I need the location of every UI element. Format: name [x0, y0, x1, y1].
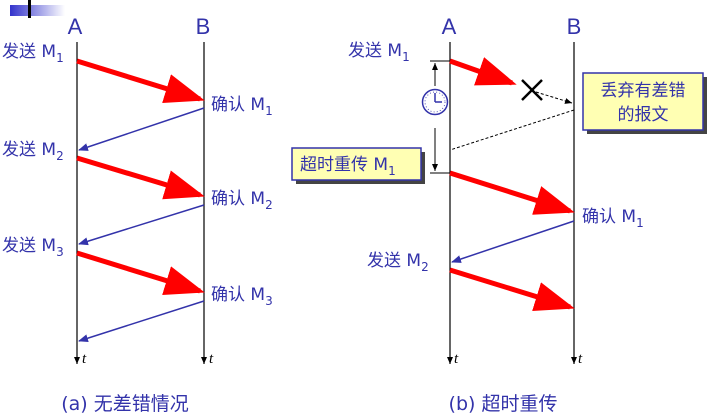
node-a-label: A — [442, 14, 457, 39]
data-arrow-m2 — [449, 267, 575, 312]
slide-decoration — [10, 5, 65, 16]
send-m2-label: 发送 M2 — [2, 140, 64, 163]
ack-m3-label: 确认 M3 — [211, 285, 273, 308]
timeout-note: 超时重传 M1 — [291, 147, 425, 184]
ack-m2-label: 确认 M2 — [211, 189, 273, 212]
data-arrow-m3 — [76, 250, 205, 296]
send-m3-label: 发送 M3 — [2, 236, 64, 259]
diagram-b: A B t t 发送 M1 丢弃有差错 的报文 — [291, 14, 707, 415]
ack-m1-label: 确认 M1 — [582, 207, 644, 230]
ack-m1-label: 确认 M1 — [211, 95, 273, 118]
node-b-label: B — [196, 14, 211, 39]
data-arrow-m1 — [76, 58, 205, 104]
time-label-a: t — [454, 351, 459, 367]
send-m1-label: 发送 M1 — [348, 41, 410, 64]
discard-line2: 的报文 — [618, 105, 669, 125]
error-x-icon — [521, 79, 543, 101]
send-m1-label: 发送 M1 — [2, 42, 64, 65]
caption-b: (b) 超时重传 — [449, 393, 558, 415]
discard-line1: 丢弃有差错 — [601, 81, 686, 101]
node-b-label: B — [567, 14, 582, 39]
time-label-a: t — [82, 351, 87, 367]
discard-note: 丢弃有差错 的报文 — [582, 72, 707, 134]
corrupted-frame-dashed — [535, 91, 573, 104]
send-m2-label: 发送 M2 — [367, 251, 429, 274]
data-arrow-m1-retransmit — [449, 170, 575, 215]
clock-icon — [421, 88, 449, 116]
slide-decoration-bar — [28, 0, 31, 18]
data-arrow-m2 — [76, 155, 205, 200]
time-label-b: t — [209, 351, 214, 367]
ack-arrow-m1 — [78, 107, 205, 151]
caption-a: (a) 无差错情况 — [61, 393, 189, 415]
no-ack-dashed — [449, 109, 575, 151]
ack-arrow-m3 — [78, 300, 205, 343]
time-label-b: t — [578, 351, 583, 367]
ack-arrow-m1 — [451, 220, 575, 263]
diagram-a: A B t t 发送 M1 确认 M1 发送 M2 确认 M2 发送 M3 确认… — [2, 14, 273, 415]
data-arrow-m1-lost — [449, 57, 517, 86]
ack-arrow-m2 — [78, 204, 205, 246]
timeout-label: 超时重传 M1 — [300, 155, 396, 178]
node-a-label: A — [68, 14, 83, 39]
